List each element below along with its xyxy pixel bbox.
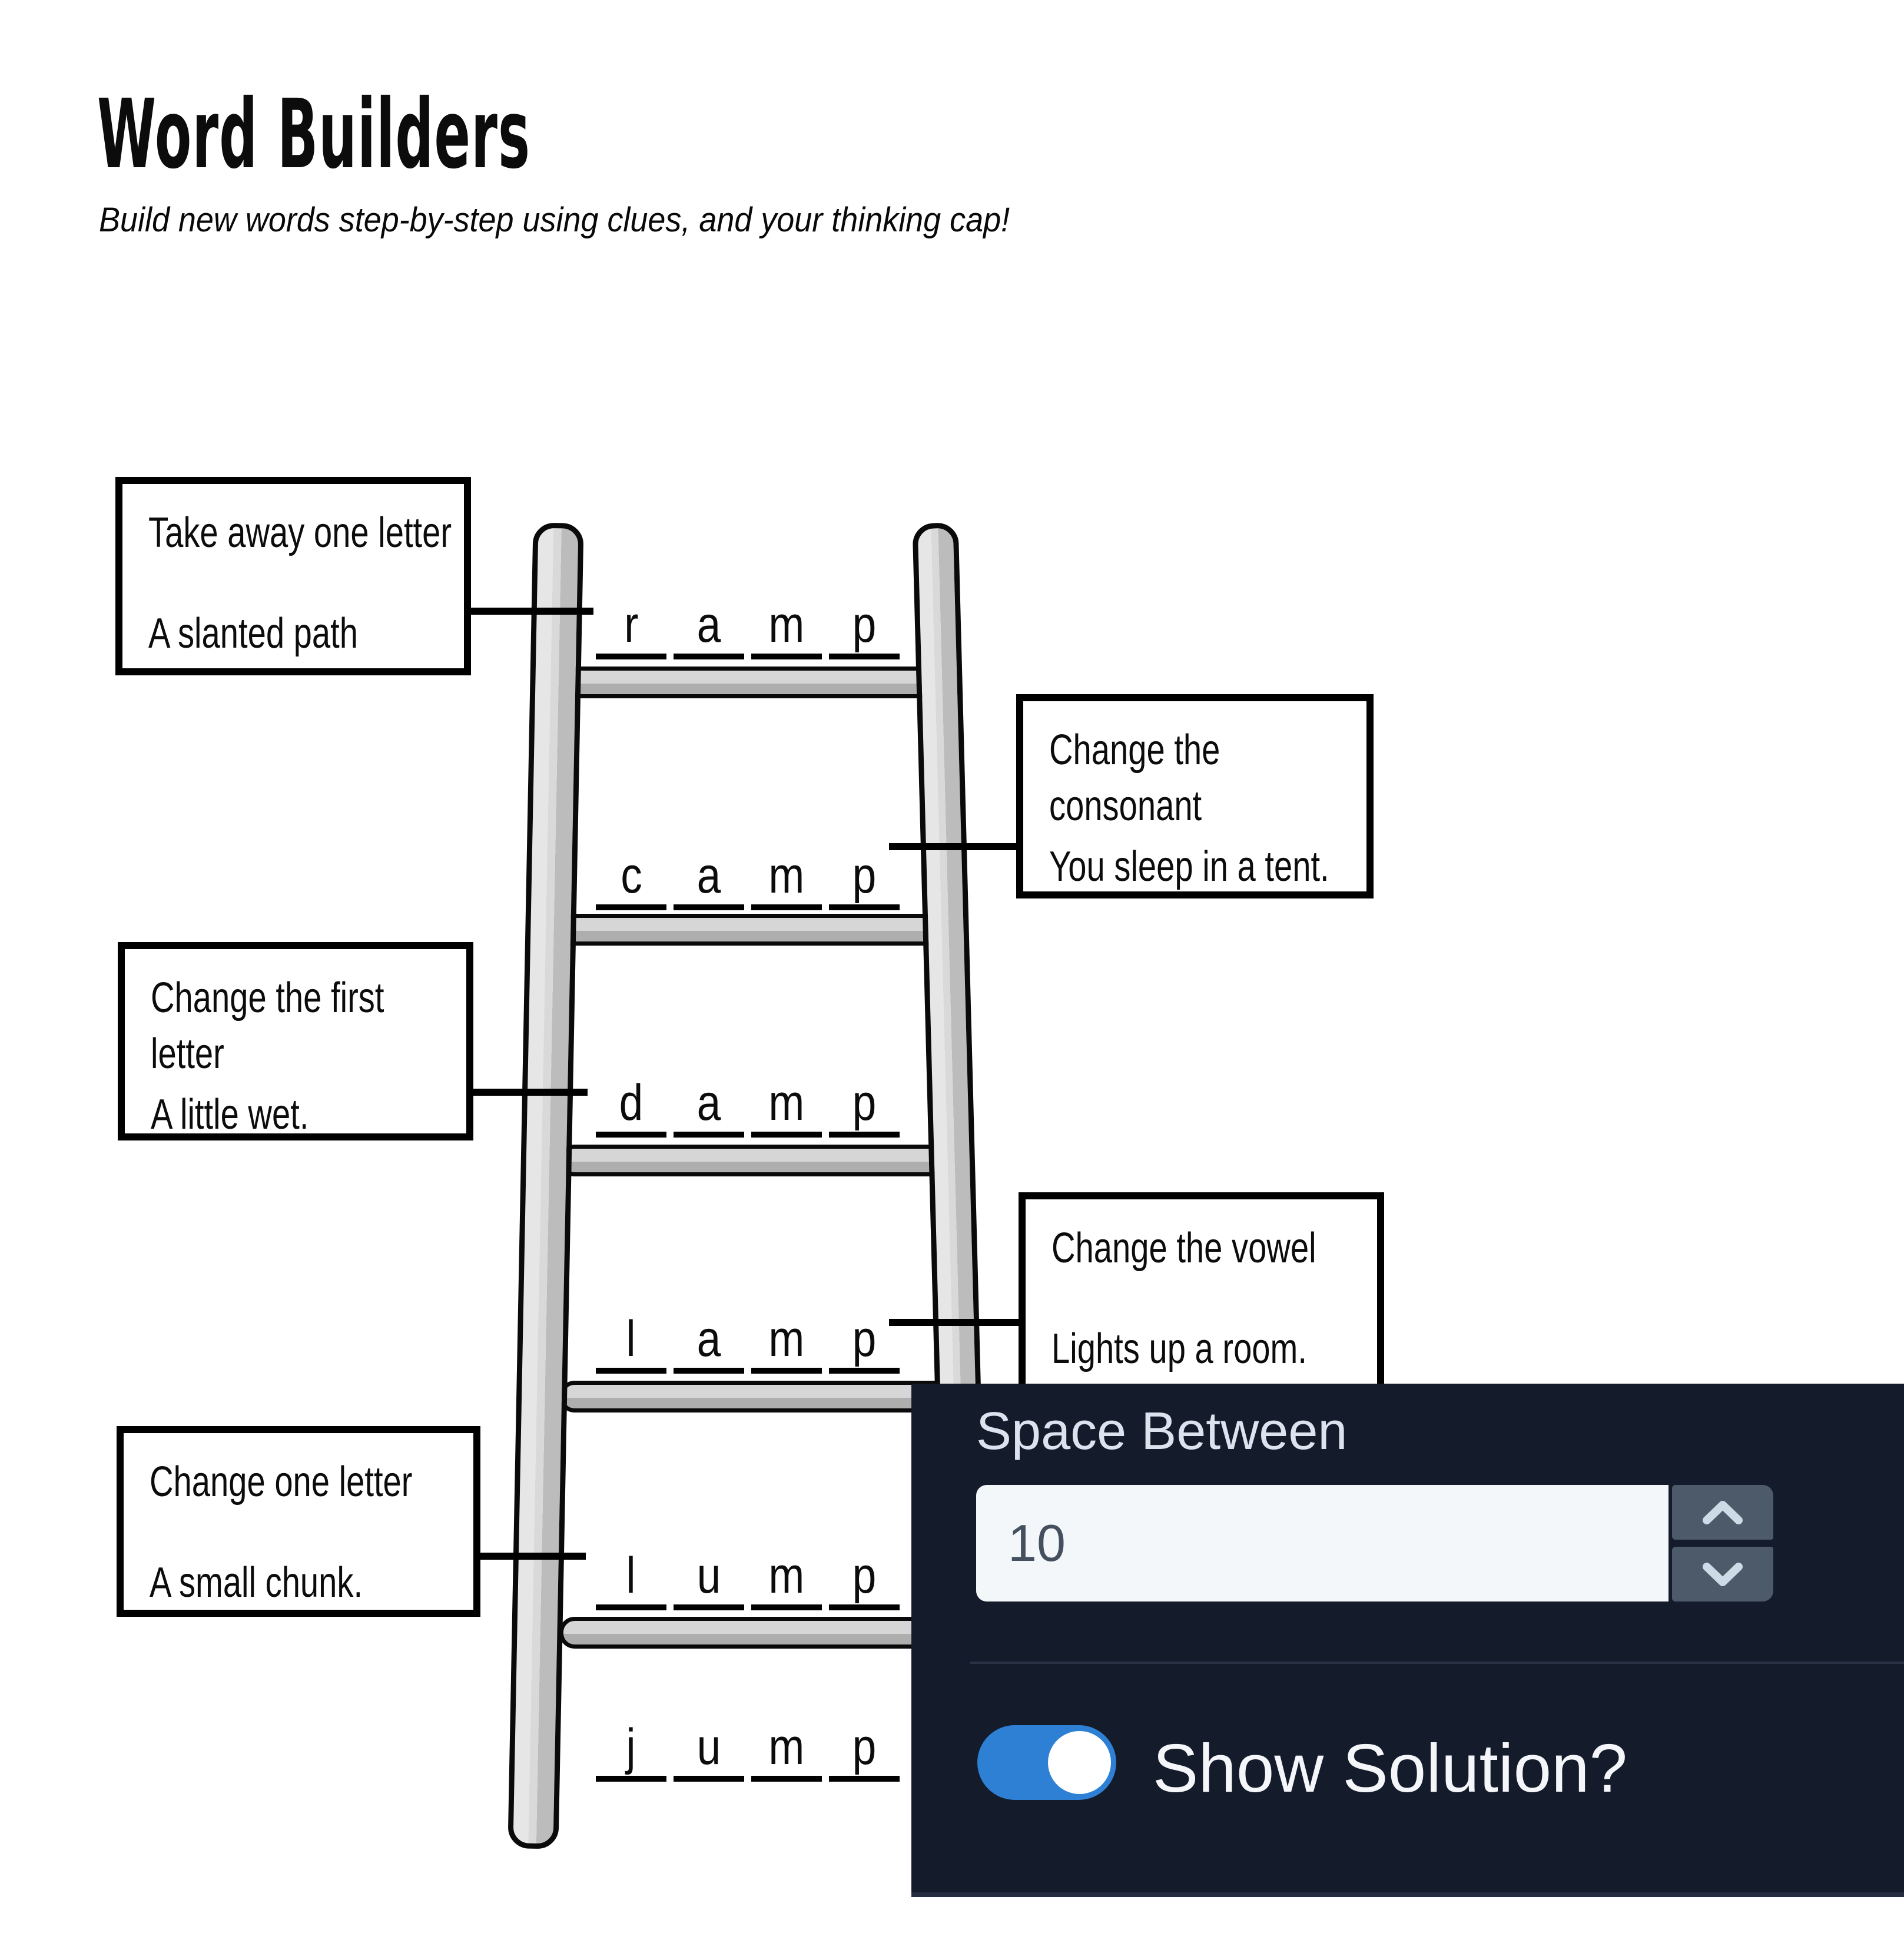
clue-action: Take away one letter xyxy=(148,509,452,556)
word-row-lump: l u m p xyxy=(596,1539,900,1610)
letter-blank: l xyxy=(596,1302,666,1374)
word-row-damp: d a m p xyxy=(596,1066,900,1138)
letter: m xyxy=(768,1719,805,1775)
clue-box-1: Take away one letter A slanted path xyxy=(115,477,471,675)
word-row-lamp: l a m p xyxy=(596,1302,900,1374)
letter: u xyxy=(696,1719,721,1775)
letter: m xyxy=(768,1547,805,1604)
clue-action: Change the first letter xyxy=(151,974,384,1078)
letter-blank: a xyxy=(674,1066,744,1138)
letter-blank: c xyxy=(596,838,666,910)
clue-box-4: Change the vowel Lights up a room. xyxy=(1019,1192,1384,1397)
letter: a xyxy=(696,847,721,904)
clue-action: Change one letter xyxy=(150,1458,413,1506)
letter-blank: p xyxy=(829,1066,900,1138)
letter: d xyxy=(619,1075,643,1131)
letter: p xyxy=(852,1075,877,1131)
stepper-decrement-button[interactable] xyxy=(1672,1547,1773,1602)
letter-blank: m xyxy=(751,1539,822,1610)
letter-blank: a xyxy=(674,838,744,910)
clue-hint: Lights up a room. xyxy=(1051,1325,1307,1373)
letter: a xyxy=(696,1311,721,1367)
letter: c xyxy=(620,847,642,904)
ladder-rung xyxy=(559,667,962,698)
letter-blank: p xyxy=(829,1302,900,1374)
letter: p xyxy=(852,847,877,904)
letter-blank: p xyxy=(829,838,900,910)
letter: u xyxy=(696,1547,721,1604)
chevron-down-icon xyxy=(1703,1562,1743,1586)
letter-blank: a xyxy=(674,588,744,659)
letter: j xyxy=(626,1719,636,1775)
word-row-jump: j u m p xyxy=(596,1710,900,1782)
letter-blank: m xyxy=(751,1710,822,1782)
show-solution-toggle[interactable] xyxy=(977,1725,1116,1800)
space-between-input[interactable] xyxy=(976,1485,1669,1602)
connector-line xyxy=(889,1319,1020,1326)
letter-blank: u xyxy=(674,1539,744,1610)
page-subtitle: Build new words step-by-step using clues… xyxy=(99,201,1010,239)
clue-action: Change the consonant xyxy=(1049,727,1220,830)
ladder-rung xyxy=(559,1145,962,1176)
letter-blank: u xyxy=(674,1710,744,1782)
letter-blank: p xyxy=(829,588,900,659)
letter-blank: p xyxy=(829,1539,900,1610)
letter: p xyxy=(852,596,877,653)
letter: r xyxy=(623,596,639,653)
clue-hint: A little wet. xyxy=(151,1091,309,1139)
word-row-camp: c a m p xyxy=(596,838,900,910)
clue-box-2: Change the consonant You sleep in a tent… xyxy=(1016,694,1374,898)
space-between-stepper xyxy=(1672,1485,1773,1602)
letter-blank: l xyxy=(596,1539,666,1610)
letter: a xyxy=(696,596,721,653)
chevron-up-icon xyxy=(1703,1500,1743,1524)
clue-box-5: Change one letter A small chunk. xyxy=(117,1426,480,1617)
ladder-left-rail xyxy=(507,522,584,1849)
letter: m xyxy=(768,596,805,653)
clue-hint: You sleep in a tent. xyxy=(1049,843,1329,891)
letter-blank: r xyxy=(596,588,666,659)
stepper-increment-button[interactable] xyxy=(1672,1485,1773,1540)
clue-hint: A small chunk. xyxy=(150,1559,363,1607)
letter-blank: d xyxy=(596,1066,666,1138)
word-row-ramp: r a m p xyxy=(596,588,900,659)
letter-blank: m xyxy=(751,1066,822,1138)
clue-box-3: Change the first letter A little wet. xyxy=(118,942,473,1140)
letter-blank: a xyxy=(674,1302,744,1374)
ladder-rung xyxy=(559,1381,962,1413)
connector-line xyxy=(469,608,593,615)
letter: p xyxy=(852,1719,877,1775)
settings-panel: Space Between Show Solution? xyxy=(911,1384,1904,1897)
letter-blank: m xyxy=(751,838,822,910)
connector-line xyxy=(470,1089,588,1096)
letter: p xyxy=(852,1547,877,1604)
letter: a xyxy=(696,1075,721,1131)
letter: m xyxy=(768,1075,805,1131)
letter: m xyxy=(768,1311,805,1367)
connector-line xyxy=(470,1553,586,1560)
show-solution-label: Show Solution? xyxy=(1153,1730,1628,1806)
letter: l xyxy=(626,1311,636,1367)
toggle-knob xyxy=(1048,1731,1111,1794)
space-between-label: Space Between xyxy=(976,1402,1348,1461)
letter-blank: p xyxy=(829,1710,900,1782)
letter-blank: m xyxy=(751,1302,822,1374)
ladder-rung xyxy=(559,1617,962,1649)
page-title: Word Builders xyxy=(97,79,531,190)
letter: m xyxy=(768,847,805,904)
panel-divider xyxy=(970,1662,1904,1664)
letter-blank: m xyxy=(751,588,822,659)
ladder-rung xyxy=(559,914,962,946)
letter: l xyxy=(626,1547,636,1604)
clue-hint: A slanted path xyxy=(148,610,358,658)
letter: p xyxy=(852,1311,877,1367)
connector-line xyxy=(889,843,1017,850)
clue-action: Change the vowel xyxy=(1051,1225,1316,1272)
letter-blank: j xyxy=(596,1710,666,1782)
